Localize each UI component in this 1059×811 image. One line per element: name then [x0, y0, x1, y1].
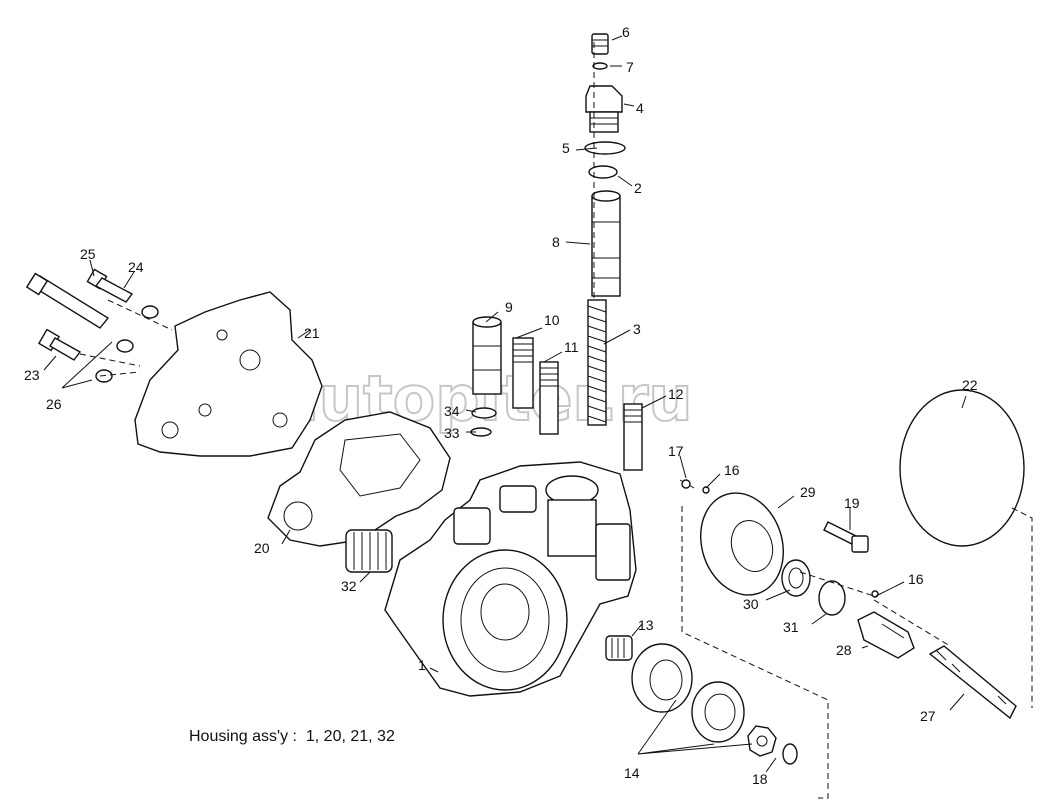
callout-28: 28: [836, 642, 852, 658]
callout-10: 10: [544, 312, 560, 328]
callout-21: 21: [304, 325, 320, 341]
shaft-28: [857, 611, 915, 659]
ball-17: [679, 479, 695, 489]
callout-33: 33: [444, 425, 460, 441]
assembly-line-shaft: [799, 571, 951, 647]
callout-16-upper: 16: [724, 462, 740, 478]
callout-17: 17: [668, 443, 684, 459]
valve-12: [623, 403, 643, 471]
housing-1: [384, 461, 637, 697]
valve-11: [539, 361, 559, 435]
callout-12: 12: [668, 386, 684, 402]
bolt-19: [823, 521, 869, 553]
callout-26: 26: [46, 396, 62, 412]
leader-26: [61, 341, 113, 389]
valve-10: [512, 337, 534, 409]
washer-2: [588, 165, 618, 179]
gasket-20: [267, 411, 451, 547]
callout-23: 23: [24, 367, 40, 383]
o-ring-22: [899, 389, 1025, 547]
callout-5: 5: [562, 140, 570, 156]
callout-leaders: [43, 35, 967, 773]
assembly-line-left: [681, 506, 829, 799]
leader-14: [637, 699, 753, 755]
callout-4: 4: [636, 100, 644, 116]
callout-8: 8: [552, 234, 560, 250]
housing-assembly-caption: Housing ass'y : 1, 20, 21, 32: [189, 728, 395, 746]
callout-19: 19: [844, 495, 860, 511]
callout-13: 13: [638, 617, 654, 633]
gear-ring-14: [631, 643, 693, 713]
callout-25: 25: [80, 246, 96, 262]
callout-14: 14: [624, 765, 640, 781]
ball-16b: [871, 590, 879, 598]
callout-31: 31: [783, 619, 799, 635]
callout-20: 20: [254, 540, 270, 556]
callout-34: 34: [444, 403, 460, 419]
bolt-25: [25, 272, 110, 329]
o-ring-5: [584, 141, 626, 155]
callout-24: 24: [128, 259, 144, 275]
callout-9: 9: [505, 299, 513, 315]
inner-rotor-14: [747, 725, 777, 757]
snap-ring-31: [818, 580, 846, 616]
bolt-24: [86, 268, 134, 303]
snap-ring-18: [782, 743, 798, 765]
drive-shaft-27: [928, 645, 1017, 720]
ball-bearing-30: [781, 559, 811, 597]
callout-7: 7: [626, 59, 634, 75]
pump-cover-29: [700, 492, 784, 596]
needle-bearing-32: [345, 529, 393, 573]
ball-16a: [702, 486, 710, 494]
valve-cap-4: [585, 85, 623, 133]
callout-16-lower: 16: [908, 571, 924, 587]
outer-rotor-14: [691, 681, 745, 743]
callout-11: 11: [564, 339, 579, 355]
o-ring-7: [592, 62, 608, 70]
callout-2: 2: [634, 180, 642, 196]
callout-6: 6: [622, 24, 630, 40]
callout-27: 27: [920, 708, 936, 724]
o-ring-34: [471, 407, 497, 419]
cover-plate-21: [134, 291, 323, 457]
plug-screw-6: [591, 33, 609, 55]
callout-22: 22: [962, 377, 978, 393]
callout-3: 3: [633, 321, 641, 337]
washer-26b: [116, 339, 134, 353]
caption-parts: 1, 20, 21, 32: [305, 728, 395, 745]
callout-32: 32: [341, 578, 357, 594]
bolt-23: [37, 328, 82, 361]
caption-label: Housing ass'y :: [189, 728, 297, 745]
callout-1: 1: [418, 657, 426, 673]
needle-bearing-13: [605, 635, 633, 661]
assembly-line-bolts: [79, 299, 173, 377]
washer-26a: [141, 305, 159, 319]
assembly-line-right: [1011, 507, 1033, 708]
callout-30: 30: [743, 596, 759, 612]
callout-29: 29: [800, 484, 816, 500]
callout-18: 18: [752, 771, 768, 787]
valve-sleeve-8: [591, 190, 621, 297]
spring-3: [587, 299, 607, 426]
valve-9: [472, 316, 502, 395]
